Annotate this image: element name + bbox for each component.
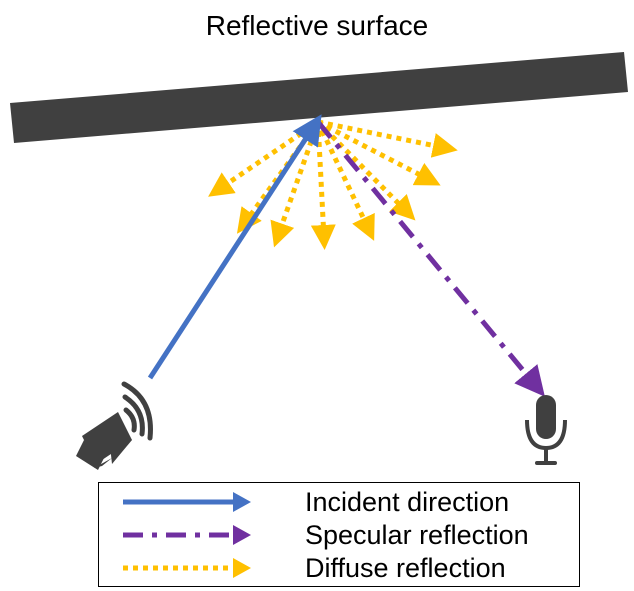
speaker-icon [76, 381, 153, 470]
legend-item-diffuse: Diffuse reflection [99, 551, 579, 585]
legend-label: Specular reflection [305, 520, 529, 550]
legend-label: Incident direction [305, 487, 510, 517]
diffuse-ray [208, 119, 320, 197]
legend-swatch-dotted [123, 558, 251, 578]
diagram-title: Reflective surface [205, 10, 429, 41]
legend-label: Diffuse reflection [305, 553, 506, 583]
diffuse-ray [315, 120, 375, 241]
incident-ray [147, 114, 322, 380]
specular-ray [316, 120, 545, 397]
reflective-surface [10, 52, 628, 143]
legend-item-specular: Specular reflection [99, 518, 579, 552]
diffuse-ray [310, 121, 336, 250]
microphone-icon [525, 395, 567, 465]
legend-swatch-solid [123, 492, 251, 512]
reflection-diagram [10, 52, 628, 470]
diffuse-ray [316, 120, 416, 221]
diffuse-ray [317, 119, 458, 158]
legend: Incident direction Specular reflection D… [98, 482, 580, 587]
legend-swatch-dash-dot [123, 525, 251, 545]
diffuse-ray [316, 119, 441, 186]
diffuse-ray [270, 121, 321, 248]
legend-item-incident: Incident direction [99, 485, 579, 519]
